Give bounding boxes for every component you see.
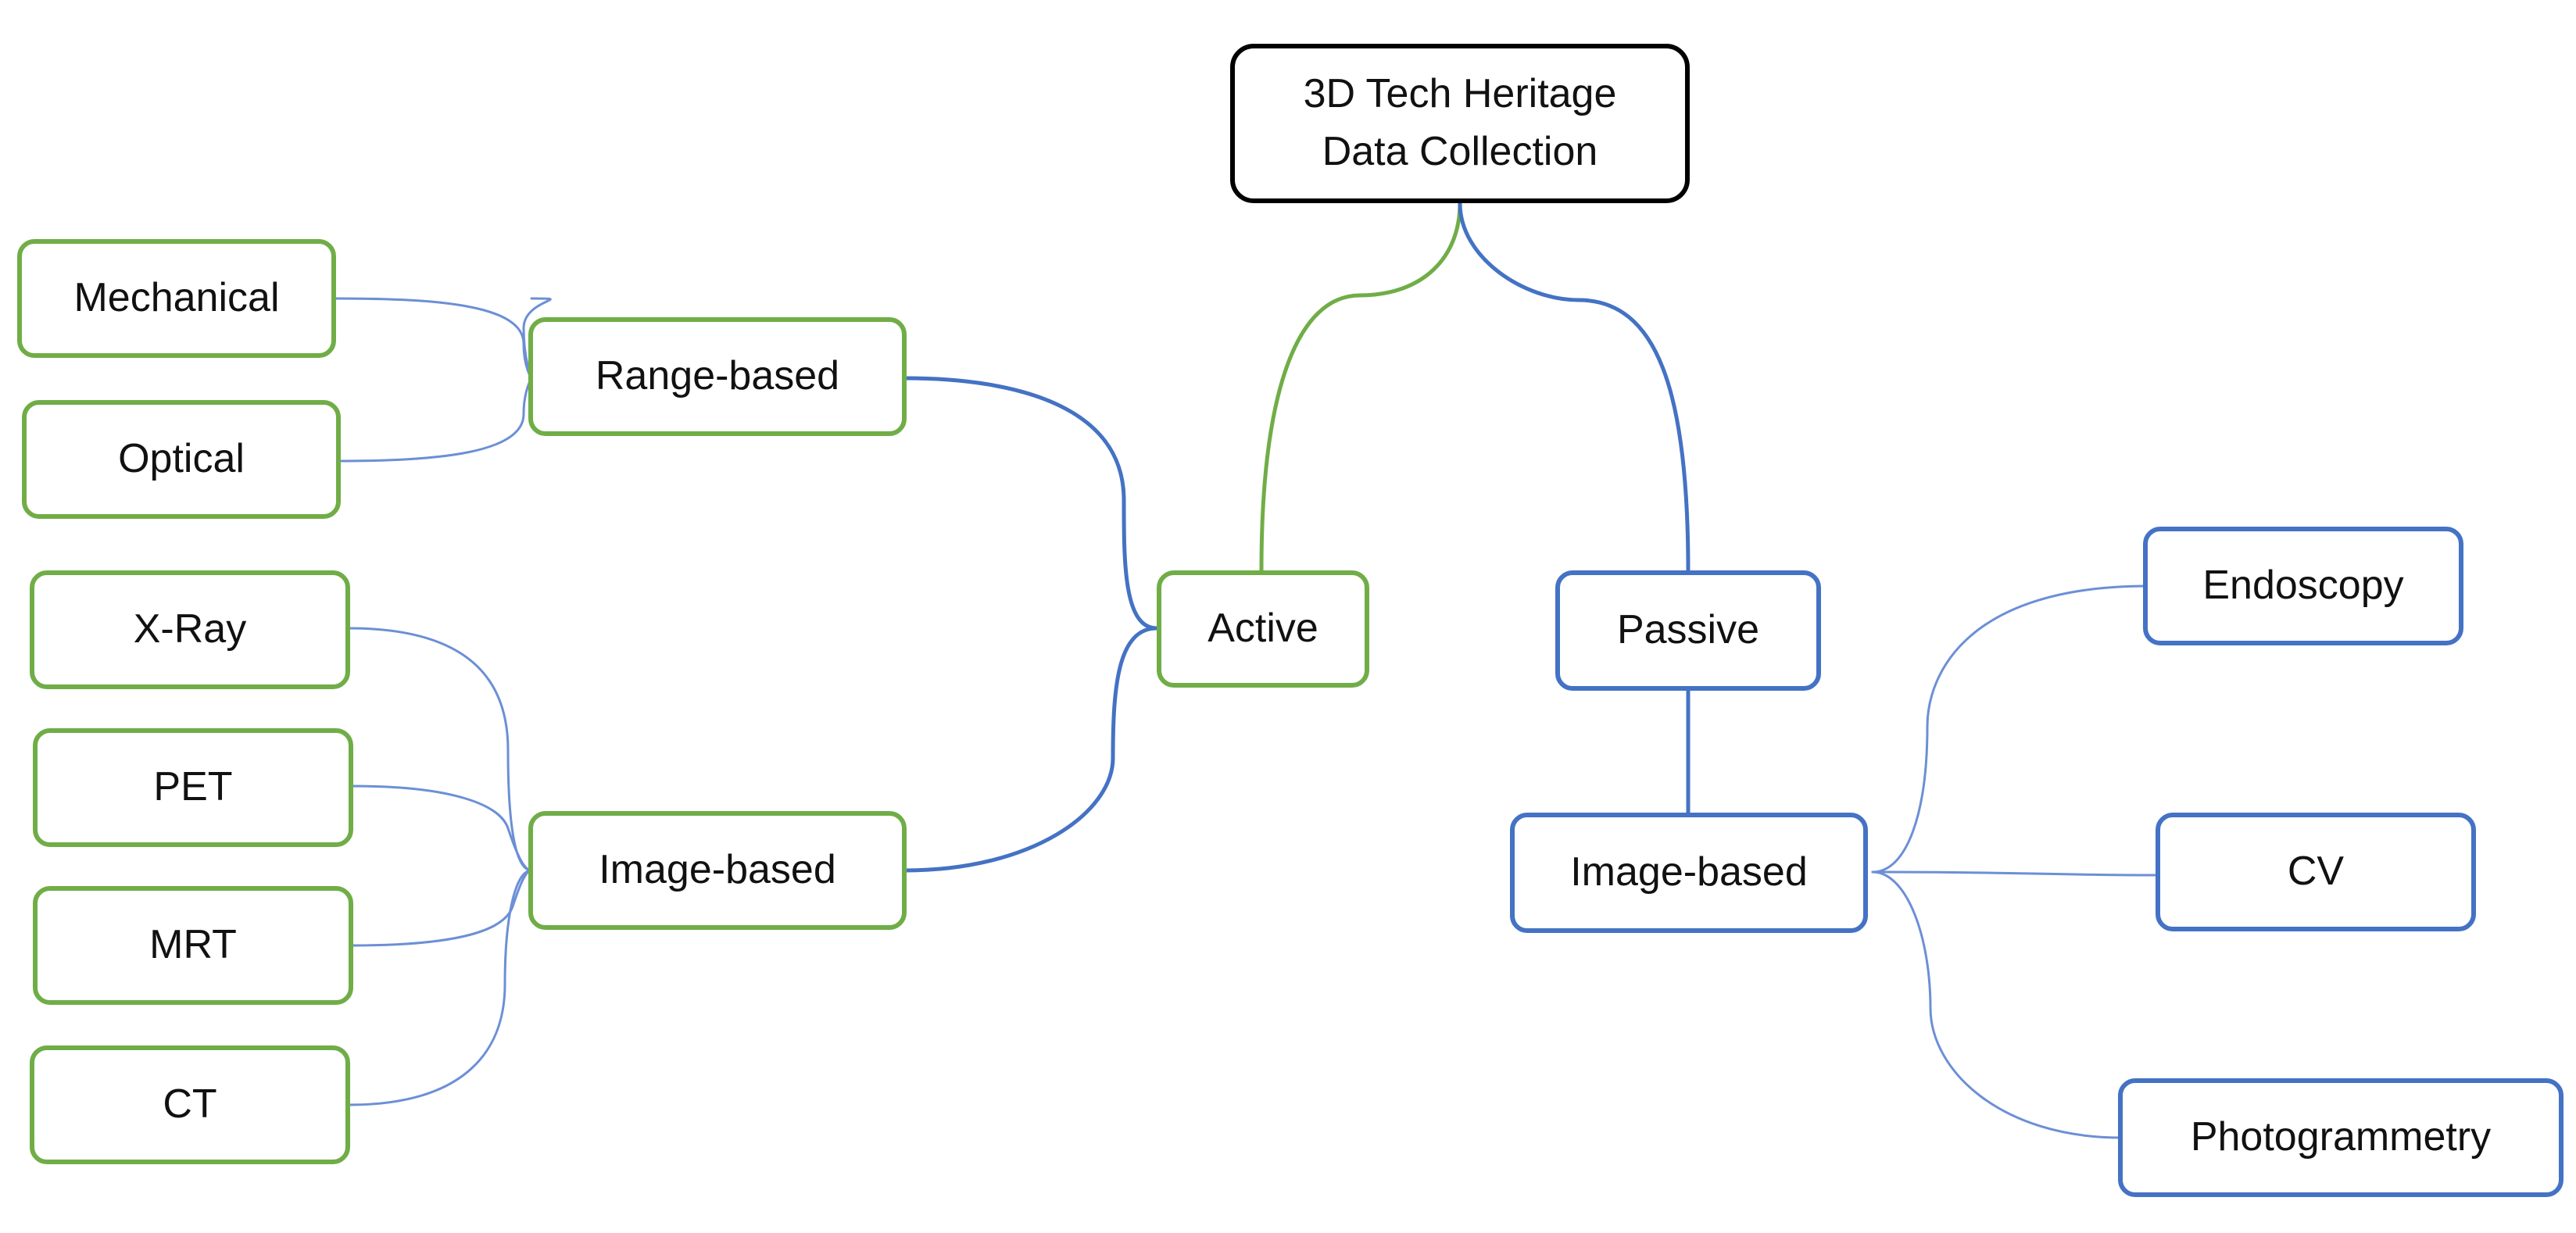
mechanical-node[interactable]: Mechanical xyxy=(17,239,336,358)
edge-image-based-ct xyxy=(347,869,533,1106)
root-title-line2: Data Collection xyxy=(1322,129,1598,174)
cv-node[interactable]: CV xyxy=(2156,813,2476,931)
photogrammetry-label: Photogrammetry xyxy=(2190,1114,2492,1160)
range-based-node[interactable]: Range-based xyxy=(528,317,907,436)
image-based-passive-label: Image-based xyxy=(1570,849,1808,895)
edge-image-based-photogrammetry xyxy=(1871,870,2123,1139)
ct-node[interactable]: CT xyxy=(30,1045,350,1164)
passive-node[interactable]: Passive xyxy=(1555,570,1821,691)
image-based-passive-node[interactable]: Image-based xyxy=(1510,813,1868,933)
active-node[interactable]: Active xyxy=(1157,570,1369,688)
range-based-label: Range-based xyxy=(595,353,840,399)
edge-range-based-optical xyxy=(338,377,533,463)
edge-range-based-mechanical-link xyxy=(333,297,533,380)
mechanical-label: Mechanical xyxy=(73,275,280,321)
cv-label: CV xyxy=(2287,849,2345,895)
passive-label: Passive xyxy=(1616,607,1760,653)
mrt-label: MRT xyxy=(149,922,237,968)
optical-label: Optical xyxy=(118,436,245,482)
photogrammetry-node[interactable]: Photogrammetry xyxy=(2118,1078,2563,1197)
active-label: Active xyxy=(1208,606,1318,652)
edge-image-based-cv xyxy=(1871,870,2160,877)
edge-image-based-xray xyxy=(347,627,533,872)
xray-label: X-Ray xyxy=(133,606,247,652)
edge-root-passive xyxy=(1458,201,1690,573)
image-based-active-node[interactable]: Image-based xyxy=(528,811,907,930)
edge-image-based-mrt xyxy=(350,869,533,947)
ct-label: CT xyxy=(163,1081,217,1128)
optical-node[interactable]: Optical xyxy=(22,400,341,519)
edge-image-based-endoscopy xyxy=(1871,584,2149,874)
image-based-active-label: Image-based xyxy=(599,847,836,893)
pet-node[interactable]: PET xyxy=(33,728,353,847)
edge-active-image-based-left xyxy=(903,626,1159,873)
edge-image-based-pet xyxy=(350,784,533,872)
edge-active-range-based xyxy=(903,376,1159,631)
endoscopy-node[interactable]: Endoscopy xyxy=(2143,527,2463,645)
pet-label: PET xyxy=(153,764,233,810)
endoscopy-label: Endoscopy xyxy=(2202,563,2404,609)
edge-root-active xyxy=(1259,201,1462,573)
root-title-line1: 3D Tech Heritage xyxy=(1303,71,1617,117)
root-node[interactable]: 3D Tech Heritage Data Collection xyxy=(1230,44,1690,203)
mrt-node[interactable]: MRT xyxy=(33,886,353,1005)
xray-node[interactable]: X-Ray xyxy=(30,570,350,689)
